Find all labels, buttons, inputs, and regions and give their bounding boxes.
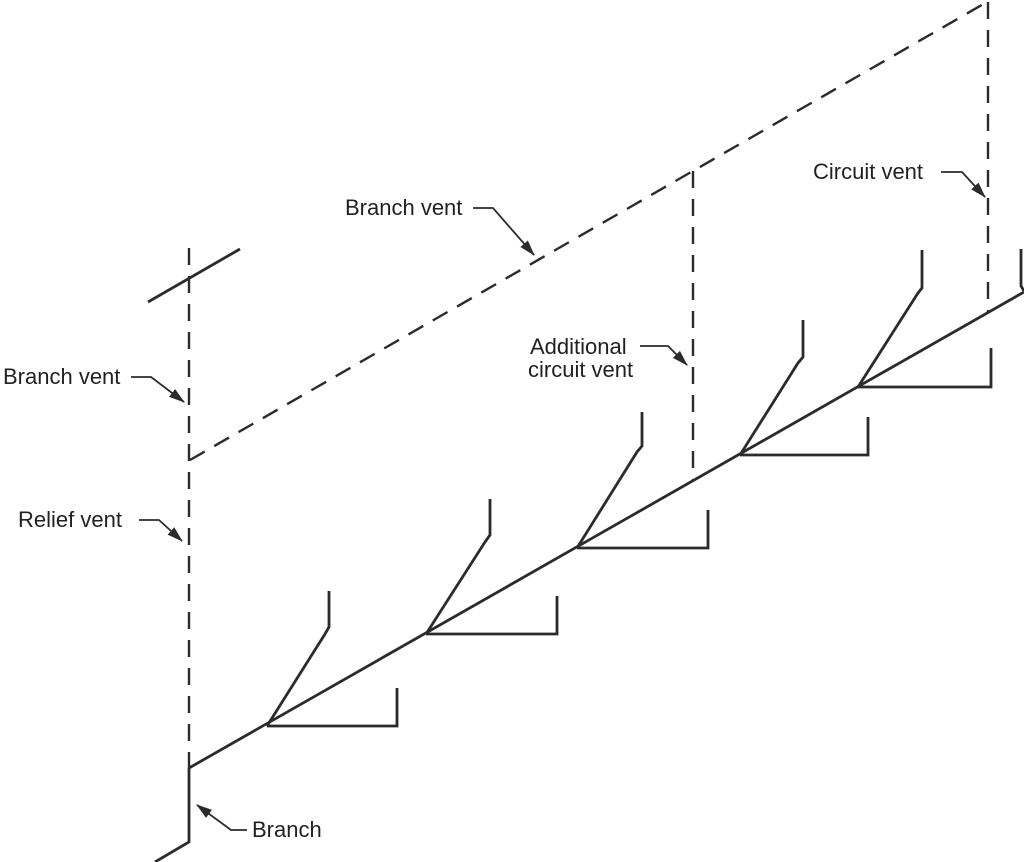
- fixture-drain-line: [424, 499, 492, 635]
- branch-leader-arrow: [196, 804, 247, 831]
- vent-continuation-break-mark: [147, 247, 241, 304]
- branch-vent-top-text: Branch vent: [345, 195, 462, 220]
- fixture-trap-arm-line: [740, 417, 870, 457]
- fixture-trap-arm-line: [267, 688, 399, 728]
- label-branch-vent-left: Branch vent: [3, 364, 185, 403]
- relief-vent-text: Relief vent: [18, 507, 122, 532]
- drain-piping: [154, 249, 1024, 862]
- relief-vent-leader-arrow: [139, 519, 183, 542]
- label-branch-vent-top: Branch vent: [345, 195, 535, 256]
- fixture-connection-5: [856, 250, 993, 389]
- labels: Branch vent Circuit vent Branch vent Rel…: [3, 159, 986, 842]
- fixture-drain-line-edge: [1019, 249, 1024, 292]
- branch-vent-top-leader-arrow: [473, 207, 535, 256]
- main-branch-line: [188, 290, 1024, 770]
- fixture-drain-line: [738, 320, 805, 456]
- additional-circuit-vent-text-line1: Additional: [530, 334, 627, 359]
- label-additional-circuit-vent: Additional circuit vent: [528, 334, 688, 382]
- branch-drop-line: [154, 768, 191, 862]
- fixture-connection-4: [738, 320, 870, 457]
- circuit-vent-text: Circuit vent: [813, 159, 923, 184]
- fixture-drain-line: [856, 250, 924, 388]
- branch-vent-dashed-line: [189, 0, 988, 462]
- branch-vent-left-leader-arrow: [131, 376, 185, 403]
- label-circuit-vent: Circuit vent: [813, 159, 986, 198]
- fixture-trap-arm-line: [426, 596, 559, 636]
- fixture-trap-arm-line: [858, 348, 993, 389]
- vent-piping: [147, 0, 990, 768]
- fixture-trap-arm-line: [577, 510, 710, 550]
- fixture-connection-1: [265, 591, 399, 728]
- label-branch: Branch: [196, 804, 322, 842]
- fixture-connection-3: [575, 412, 710, 550]
- circuit-vent-leader-arrow: [941, 171, 986, 198]
- fixture-connection-2: [424, 499, 559, 636]
- fixture-drain-line: [575, 412, 644, 549]
- branch-text: Branch: [252, 817, 322, 842]
- branch-vent-left-text: Branch vent: [3, 364, 120, 389]
- fixture-drain-line: [265, 591, 331, 727]
- label-relief-vent: Relief vent: [18, 507, 183, 542]
- additional-circuit-vent-leader-arrow: [640, 345, 688, 366]
- additional-circuit-vent-text-line2: circuit vent: [528, 357, 633, 382]
